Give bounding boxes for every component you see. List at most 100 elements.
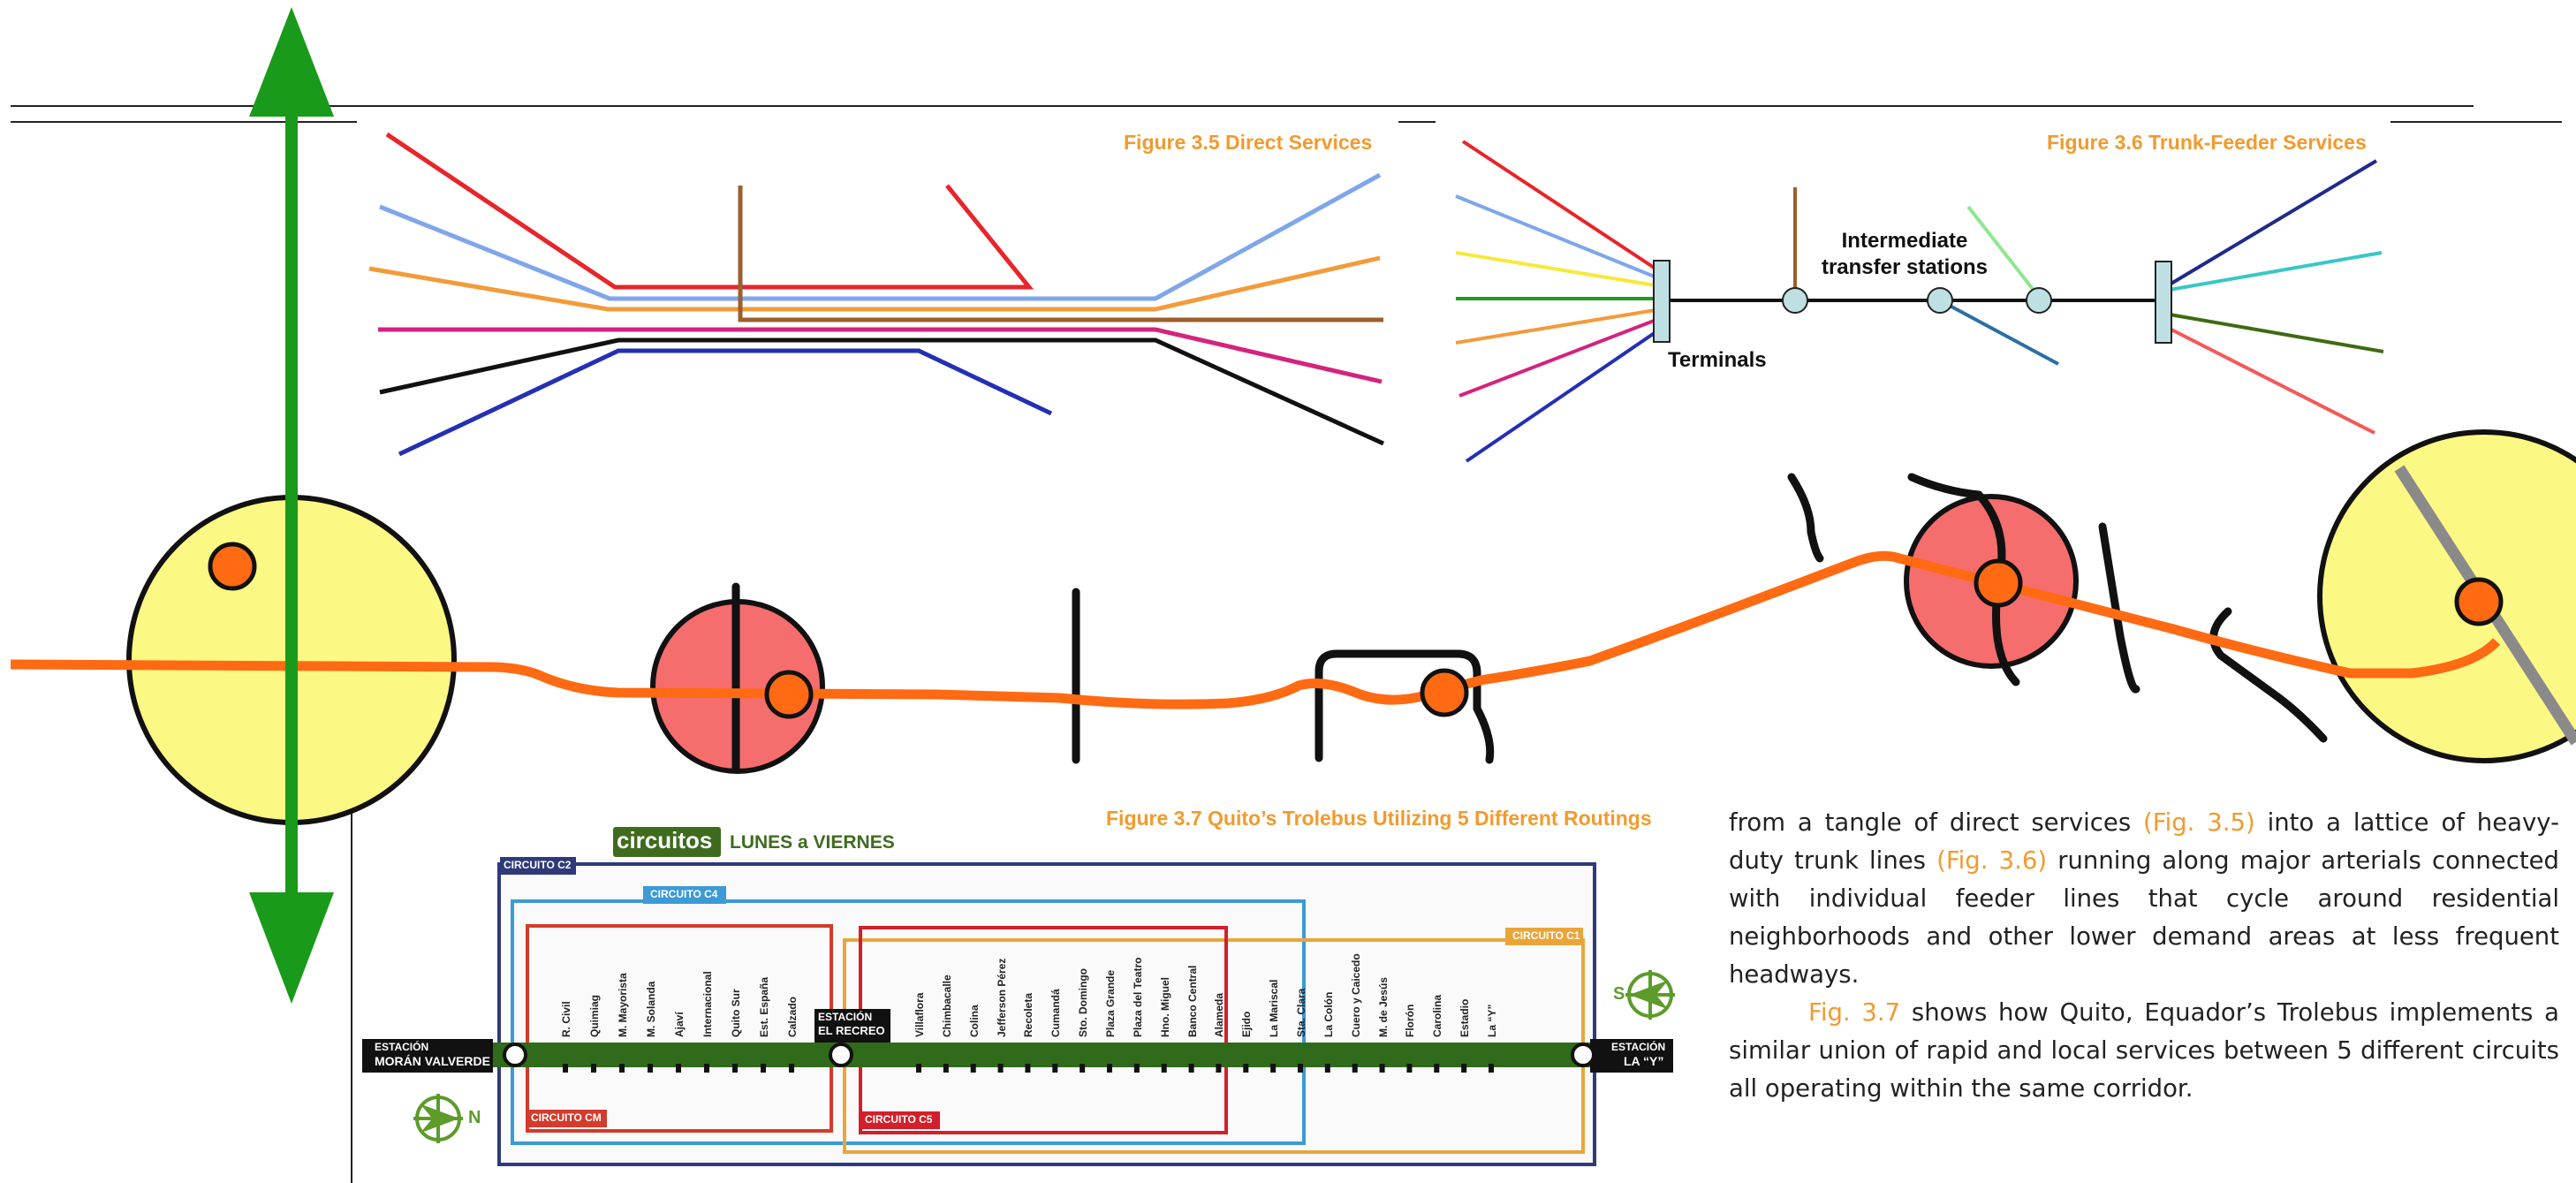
p1-text-a: from a tangle of direct services (1729, 808, 2144, 837)
fig-3-5-ref[interactable]: (Fig. 3.5) (2143, 808, 2255, 837)
stop-label: Sta. Clara (1295, 988, 1307, 1037)
stop-label: Cuero y Caicedo (1349, 953, 1362, 1037)
p1-text-c: running along major arterials connected … (1729, 846, 2559, 989)
fig-3-7-ref[interactable]: Fig. 3.7 (1808, 998, 1901, 1027)
stop-label: Estadio (1458, 998, 1472, 1037)
figure-3-5-title: Figure 3.5 Direct Services (1124, 131, 1373, 154)
stop-tick (1434, 1064, 1440, 1073)
stop-label: Sto. Domingo (1077, 968, 1090, 1037)
stop-tick (1080, 1064, 1086, 1073)
stop-label: Hno. Miguel (1158, 977, 1171, 1037)
stop-tick (761, 1064, 766, 1073)
stop-tick (1133, 1064, 1140, 1073)
stop-tick (1107, 1064, 1112, 1073)
stop-label: Calzado (786, 996, 799, 1037)
circuit-c1-label: CIRCUITO C1 (1512, 929, 1580, 942)
stop-label: M. Mayorista (617, 973, 629, 1037)
route-stops (208, 542, 2504, 719)
terminal-west-label-bg (362, 1039, 493, 1073)
stop-label: Florón (1404, 1004, 1417, 1037)
direct-services-diagram (368, 132, 1385, 457)
stop-label: Banco Central (1186, 965, 1199, 1037)
stop-label: R. Civil (560, 1001, 572, 1037)
fig-3-6-ref[interactable]: (Fig. 3.6) (1936, 846, 2048, 875)
stop-label: Est. España (758, 976, 770, 1037)
stop-tick (1352, 1064, 1358, 1073)
stop-tick (916, 1064, 921, 1073)
stop-tick (970, 1064, 976, 1073)
circuit-c4-box (511, 899, 1306, 1145)
stop-tick (1298, 1064, 1303, 1073)
quito-map (362, 827, 1675, 1166)
stop-label: La Mariscal (1268, 979, 1281, 1037)
stop-tick (1025, 1064, 1031, 1073)
stop-tick (1461, 1064, 1467, 1073)
terminal-west (503, 1043, 527, 1067)
compass-s-label: S (1613, 984, 1625, 1004)
stop-label: M. Solanda (645, 981, 657, 1037)
stop-tick (1161, 1064, 1167, 1073)
weekday-label: LUNES a VIERNES (730, 832, 895, 853)
stop-label: M. de Jesús (1376, 976, 1390, 1037)
stop-label: Quimiag (588, 994, 601, 1037)
stop-tick (1379, 1064, 1385, 1073)
stop-label: Jefferson Pérez (995, 958, 1008, 1037)
terminal-east-line1: ESTACIÓN (1611, 1041, 1666, 1053)
circuit-c2-box (497, 862, 1596, 1166)
stop-tick (704, 1064, 709, 1073)
stop-tick (591, 1064, 596, 1073)
stop-label: Ajaví (673, 1012, 686, 1037)
terminal-west-line2: MORÁN VALVERDE (375, 1054, 490, 1068)
stop-label: Plaza Grande (1104, 969, 1117, 1037)
compass-north-icon (413, 1094, 463, 1143)
stop-tick (1489, 1064, 1494, 1073)
stop-tick (943, 1064, 949, 1073)
stop-tick (789, 1064, 794, 1073)
terminal-east-label-bg (1590, 1039, 1673, 1073)
top-rules (11, 105, 2562, 1183)
intermediate-stations-label: Intermediate transfer stations (1821, 229, 1989, 279)
stop-label: Colina (967, 1005, 981, 1037)
stop-label: Internacional (701, 971, 714, 1037)
stop-label: Quito Sur (730, 989, 742, 1037)
terminal-east (1571, 1043, 1595, 1067)
trunk-feeder-diagram (1455, 140, 2384, 463)
stop-tick (997, 1064, 1004, 1073)
stop-label: La “Y” (1486, 1004, 1498, 1037)
stop-tick (732, 1064, 738, 1073)
stop-tick (676, 1064, 681, 1073)
stop-label: Cumandá (1049, 989, 1063, 1037)
stop-ticks (563, 1064, 1494, 1073)
terminal-mid-line1: ESTACIÓN (818, 1011, 873, 1023)
stop-label: Recoleta (1022, 992, 1035, 1037)
stop-label: Ejido (1240, 1011, 1254, 1037)
stop-label: La Colón (1322, 991, 1335, 1037)
corridor-schematic (10, 7, 2576, 1004)
figure-3-7-title: Figure 3.7 Quito’s Trolebus Utilizing 5 … (1106, 807, 1652, 830)
stop-label: Alameda (1213, 992, 1226, 1037)
terminals-label: Terminals (1668, 348, 1767, 372)
trunk-line (493, 1043, 1595, 1067)
stop-tick (1216, 1064, 1222, 1073)
terminal-mid-label-bg (814, 1009, 890, 1043)
stop-label: Chimbacalle (940, 974, 953, 1037)
stop-label: Carolina (1431, 994, 1444, 1037)
stop-tick (1188, 1064, 1194, 1073)
stop-tick (619, 1064, 625, 1073)
cross-streets (731, 473, 2328, 773)
circuitos-badge (613, 827, 721, 857)
body-text: from a tangle of direct services (Fig. 3… (1729, 804, 2559, 1108)
figure-3-6-title: Figure 3.6 Trunk-Feeder Services (2047, 131, 2367, 154)
stop-tick (563, 1064, 568, 1073)
stop-tick (1243, 1064, 1249, 1073)
terminal-mid-line2: EL RECREO (818, 1024, 885, 1037)
double-headed-arrow-icon (249, 7, 334, 1004)
circuit-tabs (500, 857, 1583, 1129)
circuit-c2-label: CIRCUITO C2 (504, 859, 572, 871)
circuit-c5-label: CIRCUITO C5 (865, 1113, 933, 1126)
paragraph-2: Fig. 3.7 shows how Quito, Equador’s Trol… (1729, 994, 2559, 1108)
stop-label: Villaflora (913, 992, 926, 1037)
stop-tick (1324, 1064, 1330, 1073)
compass-n-label: N (468, 1108, 481, 1127)
